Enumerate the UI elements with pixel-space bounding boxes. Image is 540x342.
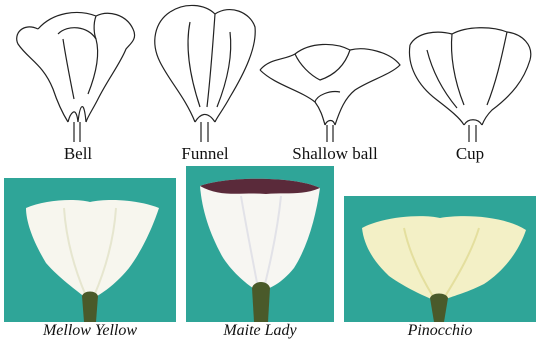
pinocchio-label: Pinocchio (344, 322, 536, 340)
shallow-ball-label: Shallow ball (280, 144, 390, 164)
funnel-drawing (145, 2, 265, 144)
pinocchio-photo (344, 196, 536, 322)
bell-label: Bell (48, 144, 108, 164)
maite-lady-photo (186, 166, 334, 322)
funnel-label: Funnel (170, 144, 240, 164)
cup-drawing (402, 20, 537, 144)
cup-label: Cup (440, 144, 500, 164)
bell-drawing (8, 4, 148, 144)
shallow-ball-drawing (255, 40, 405, 144)
mellow-yellow-photo (4, 178, 176, 322)
mellow-yellow-label: Mellow Yellow (4, 322, 176, 340)
maite-lady-label: Maite Lady (186, 322, 334, 340)
